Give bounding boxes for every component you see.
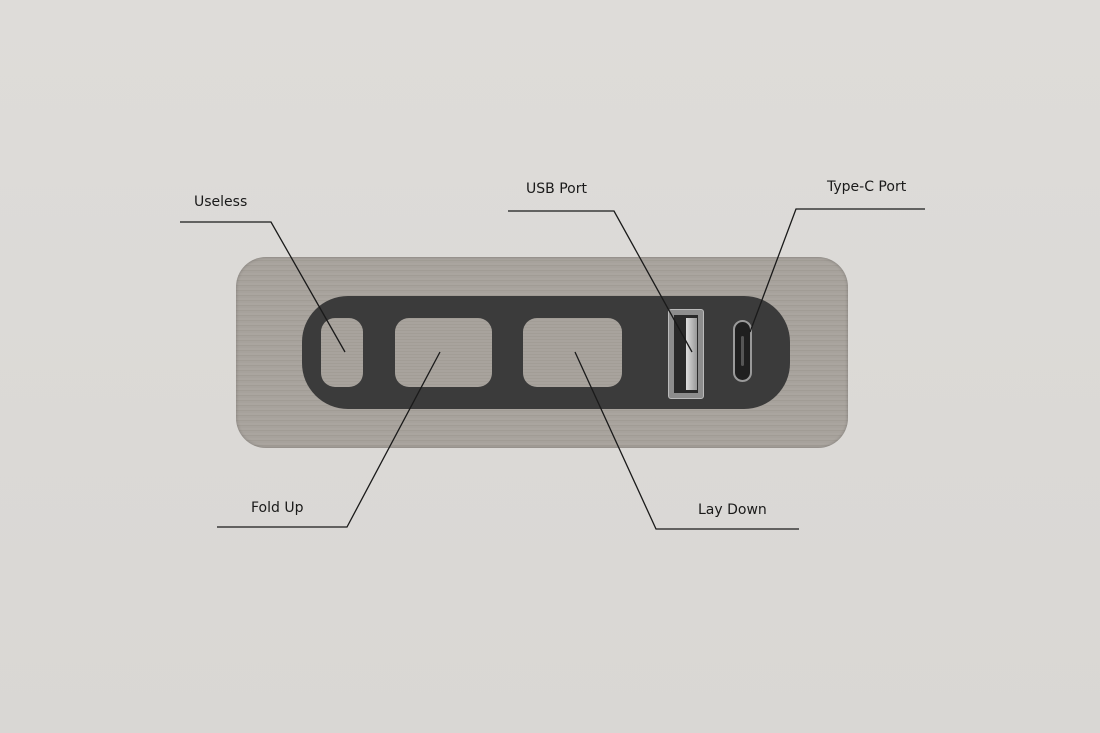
lay-down-slot [523, 318, 622, 387]
label-useless: Useless [194, 194, 248, 210]
label-usb-port: USB Port [526, 181, 587, 197]
type-c-callout-line [749, 208, 925, 333]
useless-slot [321, 318, 363, 387]
label-type-c-port: Type-C Port [827, 179, 907, 195]
usb-port [668, 309, 704, 399]
usb-callout-line [508, 210, 693, 353]
label-fold-up: Fold Up [251, 500, 304, 516]
fold-up-slot [395, 318, 492, 387]
type-c-port [733, 320, 752, 382]
fold-up-callout-line [217, 351, 441, 528]
lay-down-callout-line [574, 351, 799, 530]
label-lay-down: Lay Down [698, 502, 767, 518]
useless-callout-line [180, 221, 346, 353]
